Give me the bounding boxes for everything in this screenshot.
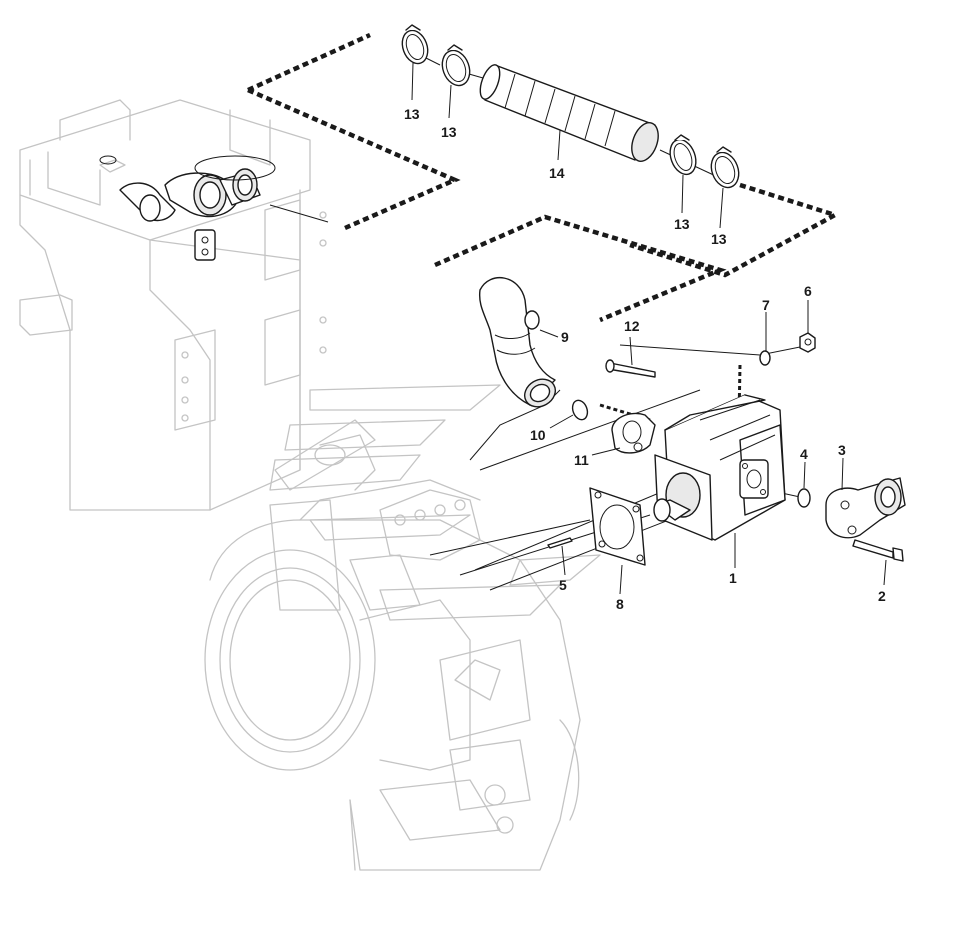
nut-6 [799, 332, 816, 353]
callout-8: 8 [616, 596, 624, 612]
callout-1: 1 [729, 570, 737, 586]
bolt-2 [852, 539, 904, 562]
hydraulic-pump-1 [653, 394, 786, 541]
hose-clamp-13c [669, 134, 697, 176]
washer-7 [759, 350, 771, 366]
suction-hose-14 [479, 64, 659, 162]
callout-7: 7 [762, 297, 770, 313]
callout-2: 2 [878, 588, 886, 604]
callout-13: 13 [441, 124, 457, 140]
elbow-hose-9 [478, 277, 557, 408]
hose-routing-dashed-line-upper [247, 32, 461, 231]
callout-4: 4 [800, 446, 808, 462]
callout-10: 10 [530, 427, 546, 443]
callout-12: 12 [624, 318, 640, 334]
hydraulic-tank-ghost [19, 99, 376, 511]
flange-fitting-3 [825, 477, 906, 539]
suction-dashed-line [434, 214, 727, 323]
callout-5: 5 [559, 577, 567, 593]
tank-top-fittings [99, 155, 276, 261]
callout-11: 11 [574, 452, 589, 468]
transmission-ghost [204, 434, 581, 871]
split-flange-11 [611, 412, 656, 454]
callout-13: 13 [404, 106, 420, 122]
callout-3: 3 [838, 442, 846, 458]
gasket-8 [589, 487, 646, 566]
o-ring-4 [797, 488, 811, 508]
callout-13: 13 [674, 216, 690, 232]
hose-clamp-13a [401, 24, 429, 65]
hose-clamp-13d [710, 146, 740, 189]
o-ring-10 [571, 399, 589, 421]
callout-6: 6 [804, 283, 812, 299]
callout-9: 9 [561, 329, 569, 345]
ghost-arrow-symbol [269, 384, 601, 621]
hose-clamp-13b [441, 44, 471, 87]
pin-5 [547, 537, 573, 549]
bolt-12 [605, 359, 656, 378]
callout-13: 13 [711, 231, 727, 247]
hose-routing-dashed-line-right [629, 182, 841, 278]
callout-14: 14 [549, 165, 565, 181]
callout-leaders [411, 62, 887, 595]
